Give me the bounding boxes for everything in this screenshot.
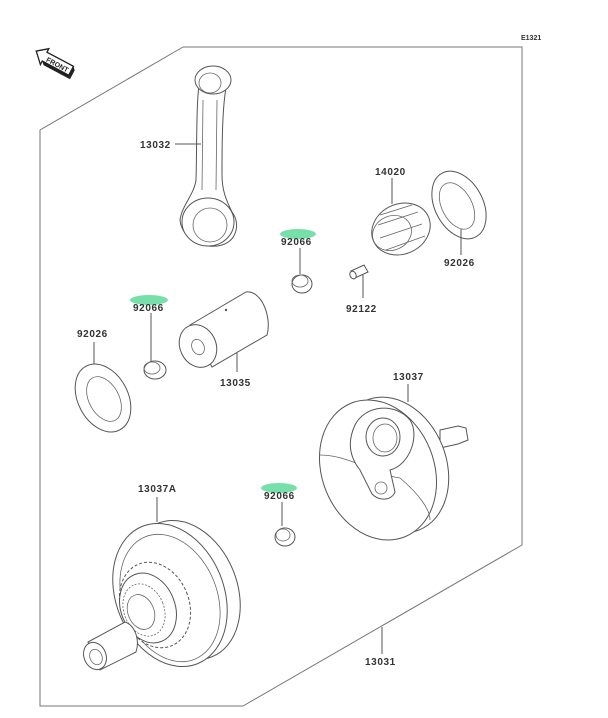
connecting-rod-part[interactable] <box>179 65 238 247</box>
part-label-92026-right[interactable]: 92026 <box>444 258 475 269</box>
bushing-upper-part[interactable] <box>291 274 313 294</box>
diagram-code: E1321 <box>521 35 541 42</box>
bushing-lower-part[interactable] <box>274 527 296 547</box>
part-label-92122[interactable]: 92122 <box>346 304 377 315</box>
highlight-marker <box>261 483 297 493</box>
part-label-13032[interactable]: 13032 <box>140 140 171 151</box>
needle-bearing-part[interactable] <box>363 194 439 265</box>
highlight-marker <box>280 229 316 239</box>
part-label-13037[interactable]: 13037 <box>393 372 424 383</box>
pin-part[interactable] <box>349 264 369 280</box>
part-label-13037A[interactable]: 13037A <box>138 484 177 495</box>
crank-pin-part[interactable] <box>172 291 269 374</box>
part-label-92066-lower[interactable]: 92066 <box>264 491 295 502</box>
part-label-14020[interactable]: 14020 <box>375 167 406 178</box>
assembly-frame <box>39 46 523 707</box>
crank-half-left-part[interactable] <box>80 504 261 684</box>
part-label-92066-upper[interactable]: 92066 <box>281 237 312 248</box>
part-label-92026-left[interactable]: 92026 <box>77 329 108 340</box>
part-label-13031[interactable]: 13031 <box>365 657 396 668</box>
washer-right-part[interactable] <box>421 162 497 248</box>
crank-half-right-part[interactable] <box>299 380 469 557</box>
highlight-marker <box>130 295 168 305</box>
part-label-13035[interactable]: 13035 <box>220 378 251 389</box>
washer-left-part[interactable] <box>64 354 142 441</box>
part-label-92066-left[interactable]: 92066 <box>133 303 164 314</box>
front-arrow-icon: FRONT <box>35 47 75 80</box>
bushing-left-part[interactable] <box>143 360 167 380</box>
